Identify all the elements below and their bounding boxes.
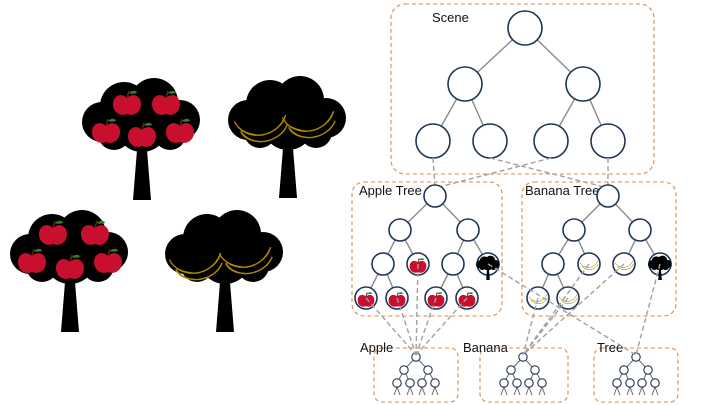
scene-node	[565, 66, 601, 102]
mini-node	[499, 378, 509, 388]
scene-node	[590, 123, 626, 159]
mini-node	[405, 378, 415, 388]
banana-tree-node	[541, 252, 565, 276]
mini-node	[524, 378, 534, 388]
mini-edge	[541, 386, 546, 396]
tree-label: Tree	[597, 340, 623, 355]
tree-box	[593, 347, 679, 403]
mini-edge	[538, 386, 543, 396]
banana-tree-label: Banana Tree	[525, 183, 599, 198]
mini-edge	[431, 386, 436, 396]
banana-tree-graph	[526, 184, 672, 310]
mini-edge	[626, 386, 631, 396]
mini-node	[612, 378, 622, 388]
scene-graph	[415, 10, 626, 159]
mini-edge	[629, 386, 634, 396]
banana-mini-graph	[499, 352, 547, 396]
mini-edge	[638, 386, 643, 396]
scene-node	[472, 123, 508, 159]
apple-tree-root-node	[423, 184, 447, 208]
mini-edge	[503, 386, 508, 396]
banana-tree-illustration	[165, 210, 283, 332]
apple-tree-illustration	[10, 210, 128, 332]
apple-tree-node	[456, 218, 480, 242]
mini-edge	[528, 386, 533, 396]
scene-to-tree-links	[432, 157, 609, 189]
apple-tree-graph	[354, 184, 500, 310]
banana-tree-node	[628, 218, 652, 242]
apple-tree-node	[371, 252, 395, 276]
mini-edge	[651, 386, 656, 396]
mini-node	[423, 365, 433, 375]
apple-tree-label: Apple Tree	[359, 183, 422, 198]
mini-edge	[434, 386, 439, 396]
mini-edge	[616, 386, 621, 396]
scene-root-node	[507, 10, 543, 46]
apple-tree-box	[351, 181, 503, 317]
mini-node	[650, 378, 660, 388]
banana-tree-root-node	[596, 184, 620, 208]
mini-node	[512, 378, 522, 388]
mini-node	[625, 378, 635, 388]
banana-tree-node	[562, 218, 586, 242]
mini-edge	[516, 386, 521, 396]
mini-node	[537, 378, 547, 388]
mini-edge	[393, 386, 398, 396]
mini-node	[643, 365, 653, 375]
apple-label: Apple	[360, 340, 393, 355]
scene-label: Scene	[432, 10, 469, 25]
mini-edge	[421, 386, 426, 396]
mini-edge	[525, 386, 530, 396]
mini-edge	[500, 386, 505, 396]
tree-mini-graph	[612, 352, 660, 396]
mini-edge	[396, 386, 401, 396]
banana-tree-illustration	[228, 76, 346, 198]
mini-node	[417, 378, 427, 388]
mini-edge	[641, 386, 646, 396]
banana-box	[479, 347, 569, 403]
mini-edge	[613, 386, 618, 396]
mini-node	[392, 378, 402, 388]
mini-node	[506, 365, 516, 375]
mini-edge	[418, 386, 423, 396]
mini-node	[631, 352, 641, 362]
apple-tree-illustration	[82, 78, 200, 200]
mini-edge	[654, 386, 659, 396]
mini-edge	[406, 386, 411, 396]
banana-tree-box	[521, 181, 677, 317]
mini-node	[430, 378, 440, 388]
mini-node	[619, 365, 629, 375]
mini-edge	[513, 386, 518, 396]
scene-node	[533, 123, 569, 159]
apple-tree-node	[388, 218, 412, 242]
apple-tree-node	[441, 252, 465, 276]
apple-mini-graph	[392, 352, 440, 396]
leaf-to-part-links	[365, 263, 661, 356]
mini-node	[637, 378, 647, 388]
mini-node	[530, 365, 540, 375]
scene-node	[447, 66, 483, 102]
scene-node	[415, 123, 451, 159]
mini-edge	[409, 386, 414, 396]
mini-node	[399, 365, 409, 375]
banana-label: Banana	[463, 340, 509, 355]
apple-box	[373, 347, 459, 403]
